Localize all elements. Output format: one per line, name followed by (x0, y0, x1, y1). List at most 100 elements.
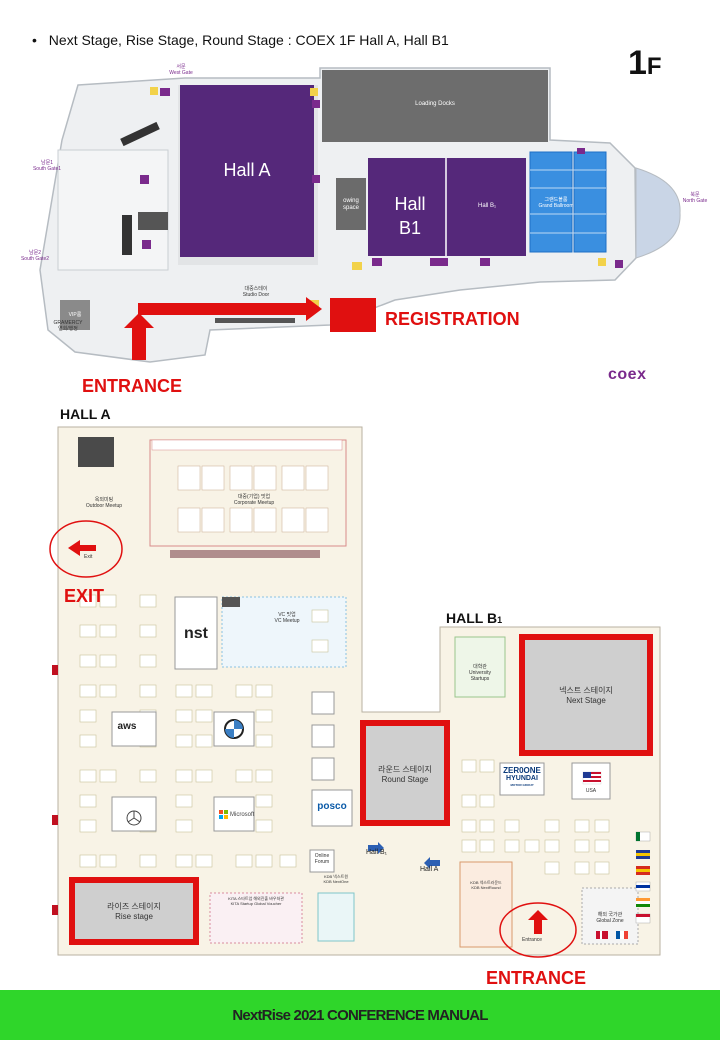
aws-booth (111, 711, 157, 747)
hall-b1-block (368, 158, 526, 256)
round-stage-en: Round Stage (381, 775, 429, 784)
grand-ballroom-ko: 그랜드볼룸 (544, 197, 568, 203)
rise-stage-box (69, 877, 199, 945)
hall-b1-small-label: Hall B₁ (477, 203, 497, 209)
university-zone (454, 636, 506, 698)
outdoor-meetup-label: 옥외미팅 Outdoor Meetup (78, 497, 130, 509)
online-forum-label: Online Forum (310, 853, 334, 865)
studio-door-label: 대중스테이 Studio Door (236, 286, 276, 298)
footer-bar: NextRise 2021 CONFERENCE MANUAL (0, 990, 720, 1040)
owing-space-line1: owing (343, 198, 359, 204)
route-arrowhead (306, 297, 322, 321)
kita-line2: KITA Startup Global Voucher (230, 901, 282, 906)
usa-flag (582, 771, 602, 785)
next-stage-label: 넥스트 스테이지 Next Stage (522, 686, 650, 706)
west-gate-en: West Gate (169, 70, 193, 76)
global-zone-en: Global Zone (596, 918, 624, 924)
kdb-nextone-label: KDB 넥스트원 KDB NextOne (316, 874, 356, 884)
zerone-line3: MOTOR GROUP (510, 783, 534, 787)
global-zone-label: 해외 국가관 Global Zone (582, 912, 638, 924)
vc-meetup-zone (221, 596, 347, 668)
registration-marker (330, 298, 376, 332)
exit-circle (49, 520, 123, 578)
flag-column (596, 831, 651, 939)
vc-meetup-label: VC 밋업 VC Meetup (262, 612, 312, 624)
next-stage-en: Next Stage (566, 696, 606, 705)
university-ko: 대학관 (473, 664, 487, 670)
south-gate2-label: 남문2 South Gate2 (18, 250, 52, 262)
rise-stage-ko: 라이즈 스테이지 (107, 902, 161, 911)
hall-b1-label: Hall B1 (372, 192, 448, 240)
rise-stage-en: Rise stage (115, 912, 153, 921)
exit-label: EXIT (64, 586, 105, 606)
corporate-meetup-en: Corporate Meetup (233, 500, 275, 506)
global-zone (581, 887, 639, 945)
owing-space (336, 178, 366, 230)
corporate-meetup-label: 대중(기업) 밋업 Corporate Meetup (214, 494, 294, 506)
usa-label: USA (585, 788, 597, 794)
loading-docks-area (322, 70, 548, 142)
kdb-nextround-label: KDB 넥스트라운드 KDB NextRound (460, 880, 512, 890)
hall-floor-plan (49, 426, 661, 958)
south-gate1-label: 남문1 South Gate1 (30, 160, 64, 172)
global-zone-ko: 해외 국가관 (597, 912, 623, 918)
arrow-to-hall-a (424, 857, 440, 869)
hall-b1-label-line2: B1 (398, 218, 422, 238)
kdb-nextround-zone (459, 861, 513, 948)
grand-ballroom (529, 151, 607, 253)
studio-door-ko: 대중스테이 (244, 286, 268, 292)
floor-letter: F (646, 53, 662, 80)
round-stage-box (360, 720, 450, 826)
rise-stage-label: 라이즈 스테이지 Rise stage (72, 902, 196, 922)
floor-number: 1 (628, 44, 647, 82)
outdoor-meetup-ko: 옥외미팅 (94, 497, 114, 503)
north-gate-dome (635, 167, 681, 259)
kdb-nextround-line1: KDB 넥스트라운드 (470, 880, 502, 885)
online-forum-box (309, 849, 335, 873)
posco-logo: posco (317, 801, 347, 812)
entrance-label-bottom: ENTRANCE (486, 968, 587, 988)
kdb-nextone-line2: KDB NextOne (323, 879, 349, 884)
zerone-line2: HYUNDAI (506, 775, 538, 782)
university-en1: University (469, 670, 491, 676)
outdoor-meetup-en: Outdoor Meetup (85, 503, 123, 509)
hall-b1-title-text: HALL B (446, 610, 498, 626)
north-gate-ko: 북문 (690, 192, 700, 198)
west-gate-label: 서문 West Gate (166, 64, 196, 76)
hall-b1-title-sub: 1 (497, 615, 503, 625)
coex-logo: coex (608, 366, 647, 383)
entrance-small-label: Entrance (522, 937, 543, 943)
next-stage-box (519, 634, 653, 756)
kdb-nextone-line1: KDB 넥스트원 (323, 874, 349, 879)
loading-docks-label: Loading Docks (415, 101, 455, 107)
route-horizontal (138, 303, 306, 315)
entrance-arrow (528, 910, 548, 934)
south-gate2-en: South Gate2 (20, 256, 50, 262)
hall-b1-arrow-label: Hall B₁ (366, 849, 388, 856)
hall-a-title: HALL A (60, 406, 111, 422)
north-gate-label: 북문 North Gate (680, 192, 710, 204)
south-gate1-en: South Gate1 (32, 166, 62, 172)
entrance-arrowhead (124, 313, 154, 328)
exit-arrow (68, 540, 96, 556)
gramercy-text: GRAMERCY (53, 320, 83, 326)
nst-logo: nst (184, 625, 208, 642)
vc-meetup-ko: VC 밋업 (278, 612, 296, 618)
coex-floor-map (39, 67, 681, 363)
south-gate2-ko: 남문2 (29, 250, 41, 256)
next-stage-ko: 넥스트 스테이지 (559, 686, 613, 695)
vip-label: VIP룸 (68, 312, 82, 318)
gramercy-label: GRAMERCY 연회/행정 (48, 320, 88, 332)
grand-ballroom-label: 그랜드볼룸 Grand Ballroom (538, 197, 574, 209)
university-en2: Startups (470, 676, 490, 682)
nst-booth (174, 596, 218, 670)
corporate-meetup-ko: 대중(기업) 밋업 (237, 494, 271, 500)
online-forum-line2: Forum (314, 859, 330, 865)
aws-logo: aws (117, 721, 137, 732)
footer-title: NextRise 2021 CONFERENCE MANUAL (232, 1006, 488, 1024)
hall-a-arrow-label: Hall A (420, 866, 439, 873)
vc-meetup-en: VC Meetup (274, 618, 300, 624)
round-stage-ko: 라운드 스테이지 (378, 765, 432, 774)
zerone-line1: ZER0ONE (503, 766, 541, 775)
route-vertical (132, 326, 146, 360)
